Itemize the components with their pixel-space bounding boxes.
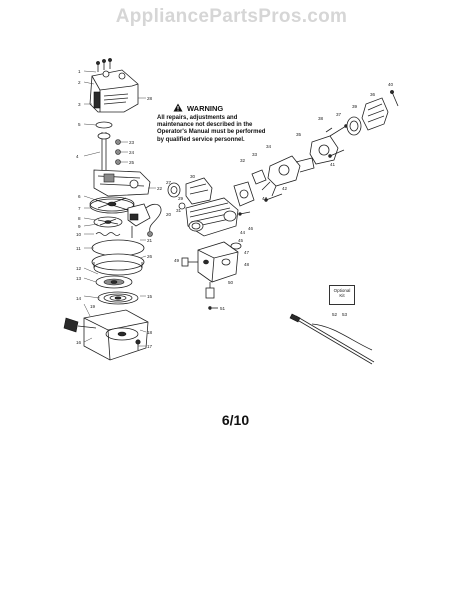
callout-51: 51: [220, 306, 226, 311]
air-filter-base: [309, 124, 348, 165]
callout-37: 37: [336, 112, 342, 117]
callout-25: 25: [129, 160, 135, 165]
callout-11: 11: [76, 246, 81, 251]
callout-27: 27: [166, 180, 172, 185]
spring: [95, 232, 121, 236]
callout-41: 41: [330, 162, 336, 167]
shaft-assembly: [97, 132, 121, 170]
filter-element: [346, 116, 362, 136]
optional-kit-line2: Kit: [339, 293, 345, 298]
warning-body: All repairs, adjustments and maintenance…: [157, 115, 266, 143]
callout-14: 14: [76, 296, 82, 301]
callout-21: 21: [147, 238, 153, 243]
engine-cover: [89, 69, 139, 113]
callout-2: 2: [78, 80, 81, 85]
callout-23: 23: [129, 140, 135, 145]
callout-32: 32: [240, 158, 246, 163]
callout-15: 15: [147, 294, 153, 299]
callout-36: 36: [370, 92, 376, 97]
callout-39: 39: [352, 104, 358, 109]
callout-35: 35: [296, 132, 302, 137]
warning-triangle-icon: [173, 103, 183, 112]
callout-50: 50: [228, 280, 234, 285]
callout-31: 31: [176, 208, 182, 213]
page-number-label: 6/10: [221, 412, 250, 428]
callout-12: 12: [76, 266, 82, 271]
warning-title: WARNING: [187, 104, 224, 113]
leader-lines: [83, 70, 156, 347]
starter-plate: [91, 253, 145, 276]
drive-cable: [289, 313, 375, 365]
carburetor-parts: [167, 177, 213, 210]
housing-screw: [135, 339, 141, 350]
carburetor-body: [261, 155, 315, 197]
callout-33: 33: [252, 152, 258, 157]
clutch: [93, 216, 123, 228]
fuel-line-parts: [181, 257, 215, 299]
callout-22: 22: [157, 186, 163, 191]
callout-1: 1: [78, 69, 81, 74]
callout-7: 7: [78, 206, 81, 211]
warning-notice: WARNING All repairs, adjustments and mai…: [157, 103, 273, 144]
recoil-pulley: [95, 275, 133, 289]
callout-9: 9: [78, 224, 81, 229]
fuel-tank: [197, 241, 239, 283]
callout-13: 13: [76, 276, 82, 281]
callout-46: 46: [248, 226, 254, 231]
recoil-spring: [97, 291, 139, 305]
callout-3: 3: [78, 102, 81, 107]
bolts: [238, 149, 345, 216]
callout-20: 20: [166, 212, 172, 217]
muffler-gasket: [233, 181, 255, 207]
optional-kit-box: Optional Kit: [329, 285, 355, 305]
callout-43: 43: [262, 196, 268, 201]
washer-ring: [95, 121, 113, 129]
callout-29: 29: [178, 196, 184, 201]
cover-screw: [390, 90, 399, 107]
starter-handle: [63, 317, 97, 333]
ignition-module: [127, 203, 162, 238]
callout-10: 10: [76, 232, 82, 237]
filter-cover: [361, 97, 389, 131]
callout-53: 53: [342, 312, 348, 317]
fuel-gasket: [230, 242, 242, 250]
callout-49: 49: [174, 258, 180, 263]
callout-8: 8: [78, 216, 81, 221]
callout-48: 48: [244, 262, 250, 267]
callout-44: 44: [240, 230, 246, 235]
callout-34: 34: [266, 144, 272, 149]
callout-40: 40: [388, 82, 394, 87]
spark-plug-boot: [251, 169, 267, 185]
crankcase: [93, 169, 151, 197]
tank-screw: [208, 306, 218, 310]
callout-24: 24: [129, 150, 135, 155]
callout-4: 4: [76, 154, 79, 159]
callout-30: 30: [190, 174, 196, 179]
flywheel: [89, 196, 135, 214]
watermark-text: AppliancePartsPros.com: [115, 6, 348, 27]
callout-47: 47: [244, 250, 250, 255]
cover-screws: [96, 58, 112, 72]
starter-housing: [83, 309, 149, 361]
callout-28: 28: [147, 96, 153, 101]
callout-5: 5: [78, 122, 81, 127]
callout-18: 18: [147, 330, 153, 335]
callout-19: 19: [90, 304, 96, 309]
callout-52: 52: [332, 312, 338, 317]
callout-42: 42: [282, 186, 288, 191]
callout-17: 17: [147, 344, 153, 349]
cylinder: [185, 197, 239, 237]
callout-38: 38: [318, 116, 324, 121]
optional-kit-line1: Optional: [333, 288, 351, 293]
callout-26: 26: [147, 254, 153, 259]
callout-45: 45: [238, 238, 244, 243]
callout-16: 16: [76, 340, 82, 345]
callout-6: 6: [78, 194, 81, 199]
callout-numbers: 1 2 3 5 4 6 7 8 9 10 11 12 13 14 15 16 1…: [76, 69, 394, 349]
